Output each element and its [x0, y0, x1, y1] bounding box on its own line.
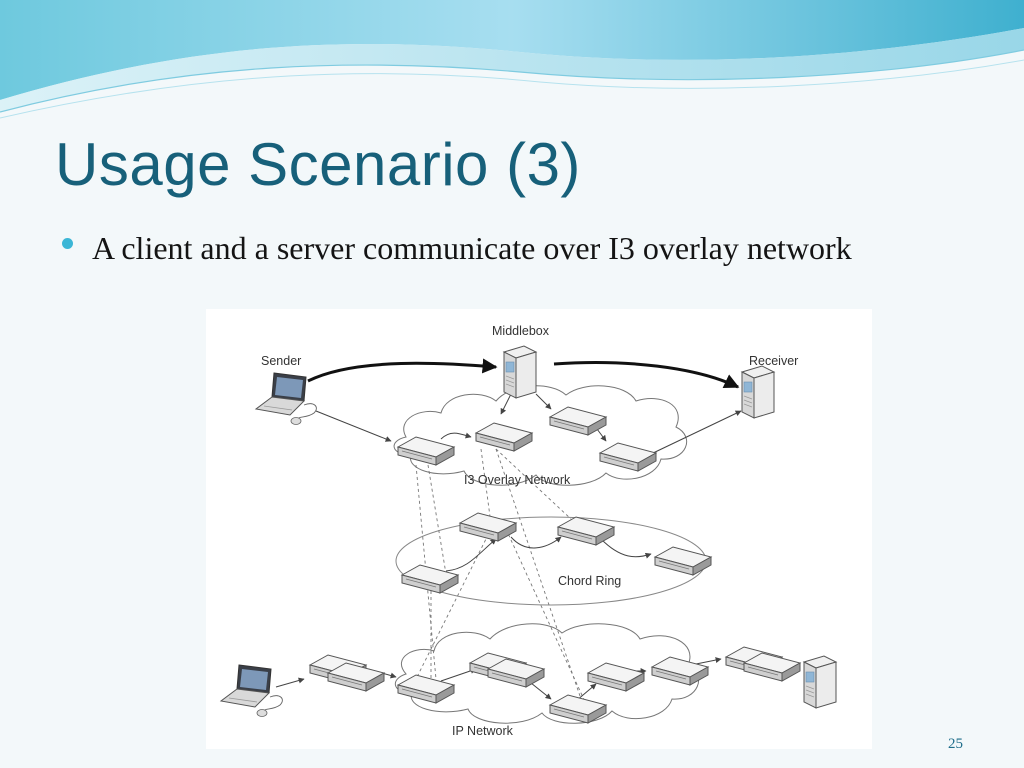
label-ip-network: IP Network [452, 724, 514, 738]
label-middlebox: Middlebox [492, 324, 550, 338]
i3-overlay-cloud [393, 385, 688, 486]
label-chord-ring: Chord Ring [558, 574, 621, 588]
page-number: 25 [948, 736, 963, 752]
slide-title: Usage Scenario (3) [55, 131, 581, 198]
mouse-icon [290, 417, 302, 425]
router-icon [557, 516, 615, 546]
receiver-server-icon [741, 365, 775, 419]
label-i3-overlay-network: I3 Overlay Network [464, 473, 571, 487]
ip-network-cloud [395, 623, 700, 724]
router-icon [401, 564, 459, 594]
mapping-lines [415, 448, 587, 705]
network-diagram: Sender Middlebox Receiver I3 Overlay Net… [206, 309, 872, 749]
server-tower-icon [803, 655, 837, 709]
mouse-icon [256, 709, 268, 717]
mouse-cable [263, 695, 283, 714]
top-path-arrow [553, 361, 740, 389]
label-receiver: Receiver [749, 354, 798, 368]
router-icon [459, 512, 517, 542]
bullet-text: A client and a server communicate over I… [92, 230, 852, 266]
label-sender: Sender [261, 354, 301, 368]
network-diagram-svg: Sender Middlebox Receiver I3 Overlay Net… [220, 324, 837, 738]
header-wave-decoration [0, 0, 1024, 119]
top-path-arrow [307, 358, 498, 383]
bullet-dot-icon [62, 238, 73, 249]
middlebox-server-icon [503, 345, 537, 399]
sender-laptop-icon [255, 372, 307, 416]
client-laptop-icon [220, 664, 272, 708]
mouse-cable [297, 403, 317, 422]
